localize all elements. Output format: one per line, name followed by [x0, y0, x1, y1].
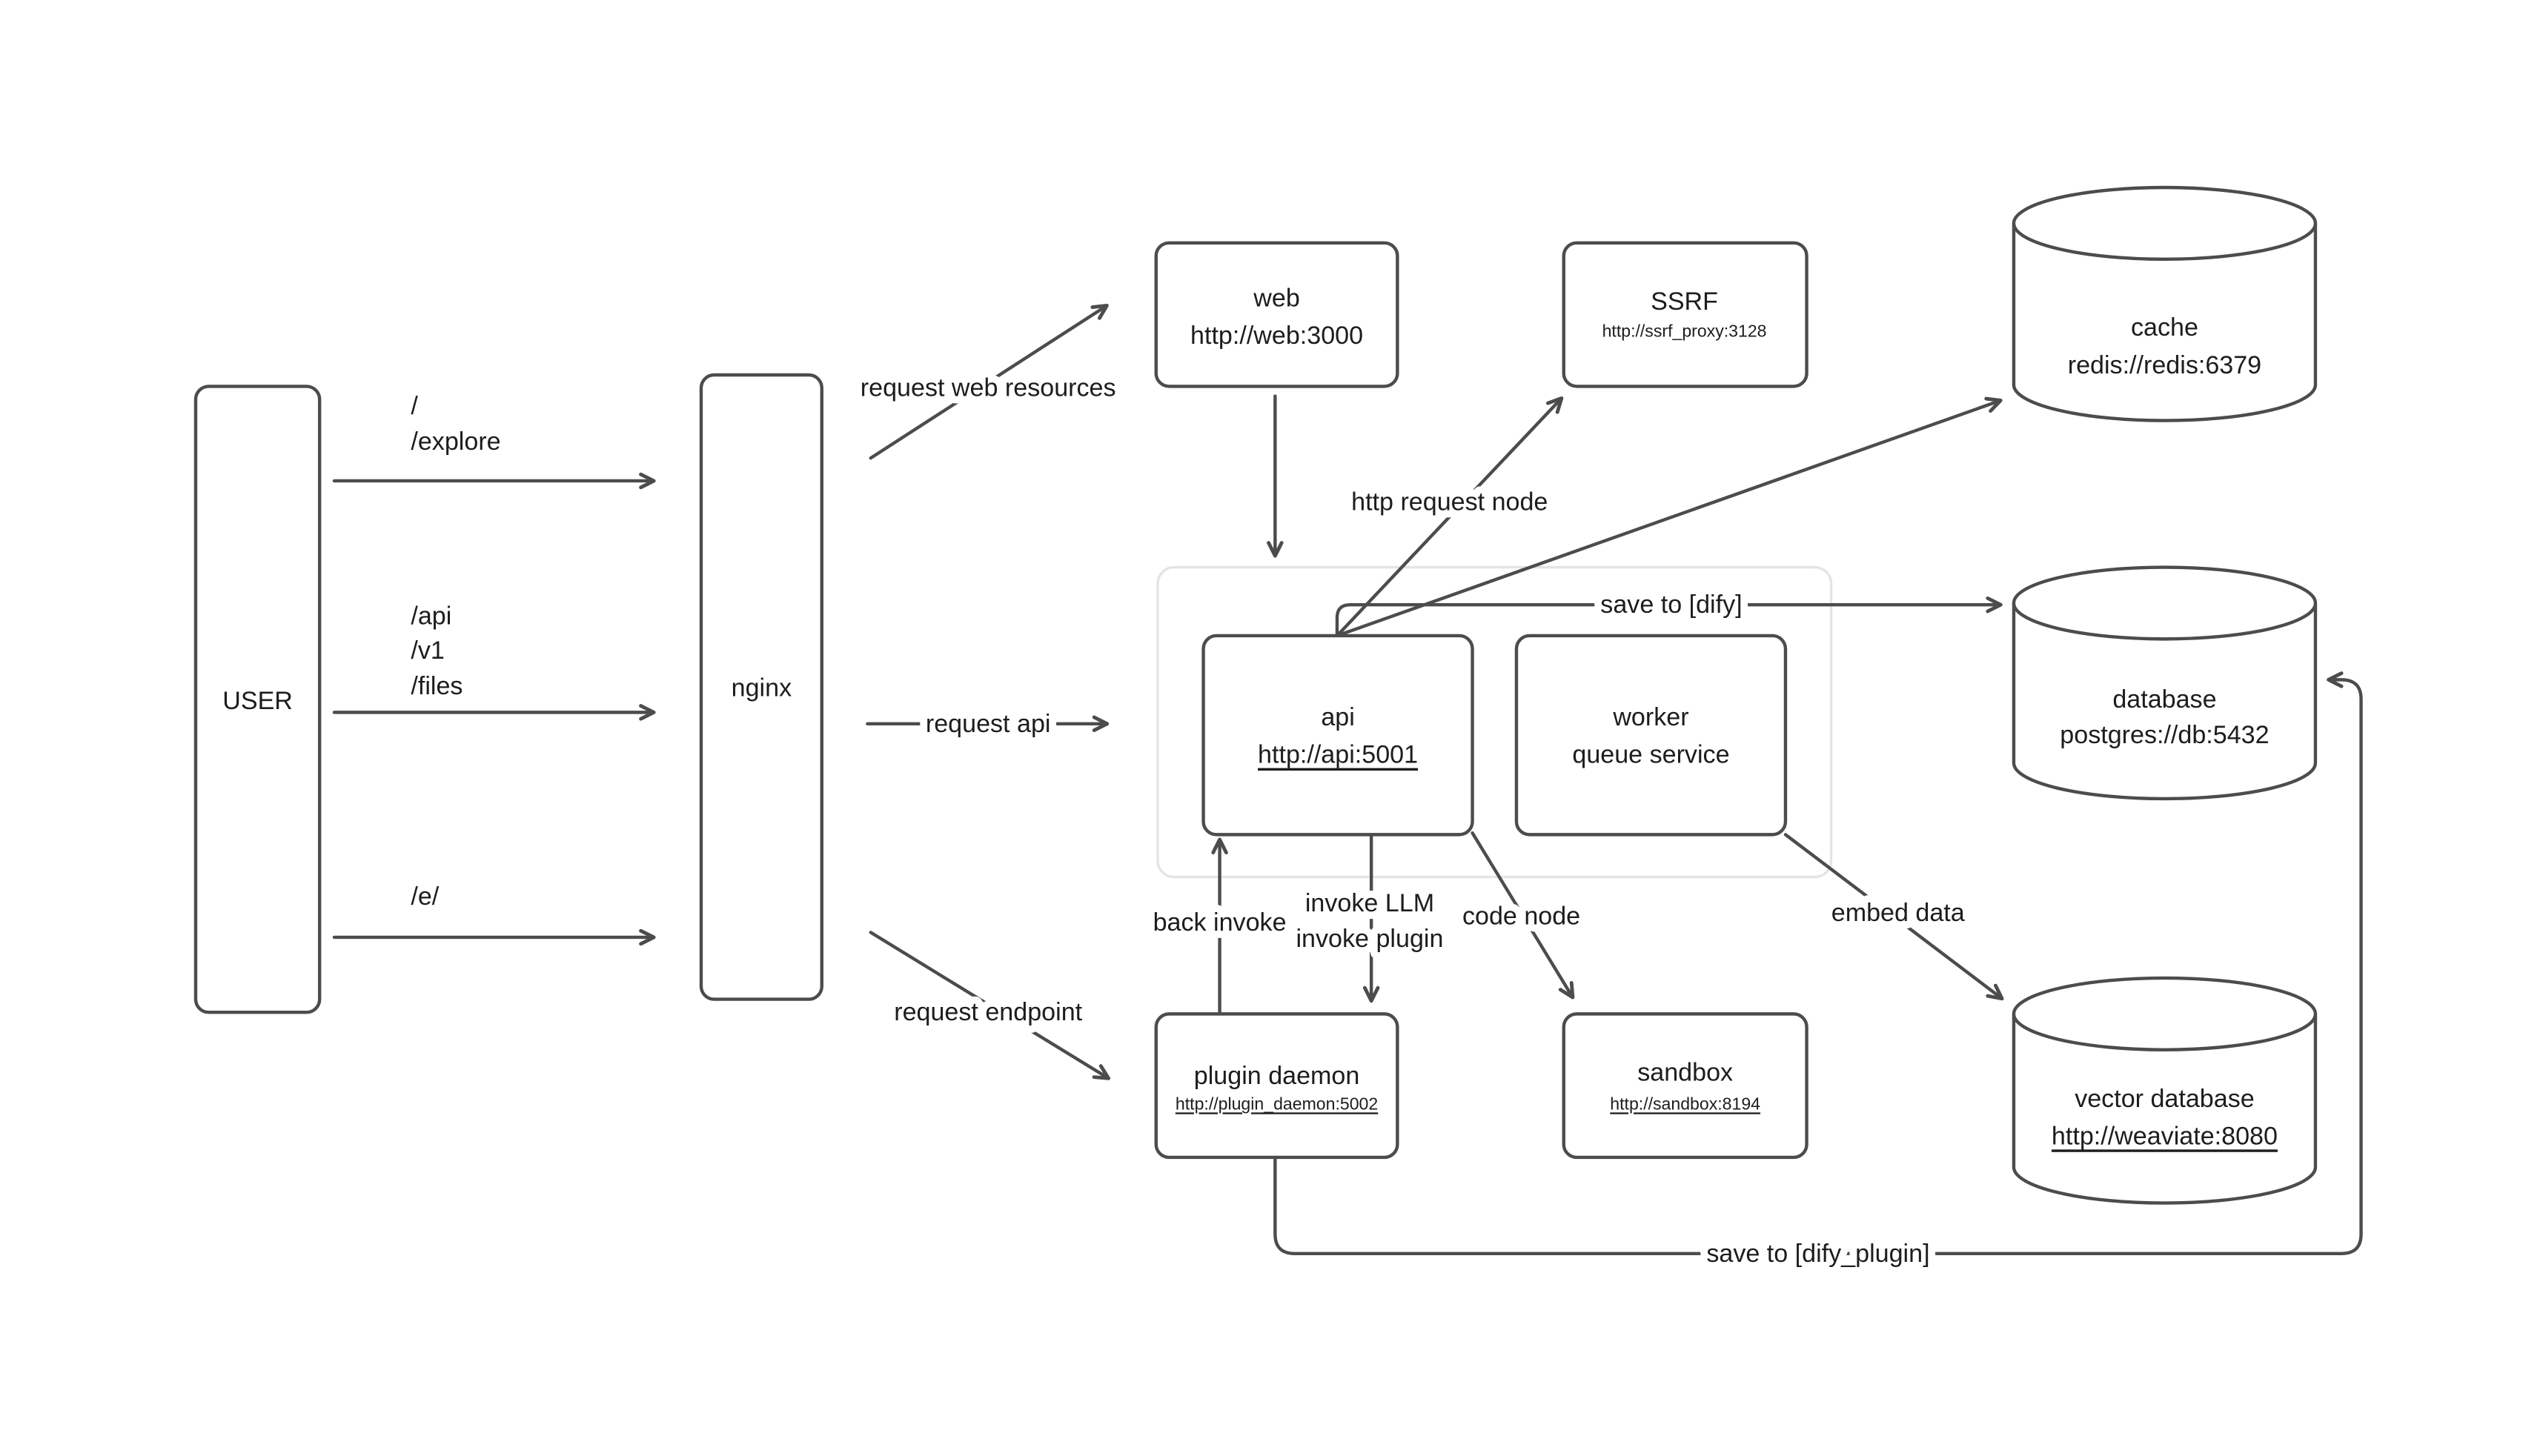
database-cylinder-rim [2012, 602, 2318, 641]
node-user: USER [193, 385, 322, 1014]
edge-label-save-to-dify: save to [dify] [1600, 591, 1742, 619]
edge-label-explore-path: /explore [411, 428, 500, 456]
edge-nginx-to-plugin-daemon [869, 931, 1111, 1080]
edges-layer [332, 303, 2363, 1255]
user-box [193, 385, 322, 1014]
vector-database-cylinder-rim [2012, 1014, 2318, 1051]
database-title: database [2112, 685, 2216, 714]
node-plugin-daemon: plugin daemon http://plugin_daemon:5002 [1154, 1012, 1399, 1160]
edge-label-http-request-node: http request node [1351, 488, 1548, 516]
edge-api-to-cache [1335, 396, 2003, 638]
plugin-daemon-title: plugin daemon [1194, 1062, 1360, 1090]
nginx-box [699, 373, 823, 1001]
edge-label-save-to-dify-plugin: save to [dify_plugin] [1706, 1240, 1929, 1268]
api-box [1201, 634, 1474, 837]
edge-api-to-sandbox [1471, 831, 1575, 1000]
web-box [1154, 241, 1399, 388]
cache-cylinder [2012, 185, 2318, 422]
ssrf-title: SSRF [1651, 287, 1718, 316]
vector-database-cylinder [2012, 976, 2318, 1205]
cache-cylinder-rim [2012, 223, 2318, 261]
edge-label-request-web-resources: request web resources [861, 374, 1116, 402]
edge-api-to-database [1335, 596, 2003, 638]
node-vector-database: vector database http://weaviate:8080 [2012, 976, 2318, 1205]
ssrf-box [1562, 241, 1808, 388]
ssrf-url: http://ssrf_proxy:3128 [1602, 322, 1767, 341]
edge-label-invoke-llm: invoke LLM [1305, 889, 1434, 917]
worker-box [1514, 634, 1788, 837]
plugin-daemon-url: http://plugin_daemon:5002 [1176, 1094, 1378, 1113]
cache-url: redis://redis:6379 [2068, 351, 2261, 379]
cache-title: cache [2131, 313, 2198, 342]
api-url: http://api:5001 [1258, 741, 1418, 769]
nginx-label: nginx [732, 674, 792, 702]
edge-label-files-path: /files [411, 672, 463, 700]
edge-label-v1-path: /v1 [411, 636, 444, 665]
edge-plugin-daemon-to-database [1273, 671, 2363, 1255]
vector-database-title: vector database [2075, 1085, 2255, 1113]
sandbox-box [1562, 1012, 1808, 1160]
node-sandbox: sandbox http://sandbox:8194 [1562, 1012, 1808, 1160]
database-cylinder [2012, 565, 2318, 801]
vector-database-url: http://weaviate:8080 [2052, 1122, 2278, 1150]
edge-label-back-invoke: back invoke [1153, 908, 1287, 937]
edge-label-api-path: /api [411, 602, 451, 631]
plugin-daemon-box [1154, 1012, 1399, 1160]
user-label: USER [222, 687, 293, 715]
edge-labels-layer: / /explore /api /v1 /files /e/ request w… [411, 367, 1972, 1275]
edge-label-code-node: code node [1462, 902, 1580, 930]
node-web: web http://web:3000 [1154, 241, 1399, 388]
node-nginx: nginx [699, 373, 823, 1001]
node-api: api http://api:5001 [1201, 634, 1474, 837]
web-url: http://web:3000 [1190, 322, 1363, 350]
sandbox-title: sandbox [1637, 1059, 1733, 1087]
node-worker: worker queue service [1514, 634, 1788, 837]
worker-subtitle: queue service [1572, 741, 1729, 769]
edge-nginx-to-web [869, 303, 1109, 460]
node-ssrf: SSRF http://ssrf_proxy:3128 [1562, 241, 1808, 388]
api-title: api [1321, 703, 1354, 731]
edge-label-request-api: request api [926, 710, 1051, 738]
edge-worker-to-vector-database [1783, 833, 2004, 1001]
web-title: web [1253, 285, 1300, 313]
node-database: database postgres://db:5432 [2012, 565, 2318, 801]
edge-label-request-endpoint: request endpoint [894, 998, 1082, 1026]
worker-title: worker [1612, 703, 1688, 731]
node-cache: cache redis://redis:6379 [2012, 185, 2318, 422]
edge-label-invoke-plugin: invoke plugin [1296, 925, 1443, 953]
sandbox-url: http://sandbox:8194 [1610, 1094, 1760, 1113]
edge-label-e-path: /e/ [411, 882, 439, 911]
edge-label-embed-data: embed data [1831, 899, 1965, 927]
edge-api-to-ssrf [1335, 396, 1564, 638]
database-url: postgres://db:5432 [2060, 721, 2269, 749]
edge-label-root-path: / [411, 392, 418, 420]
